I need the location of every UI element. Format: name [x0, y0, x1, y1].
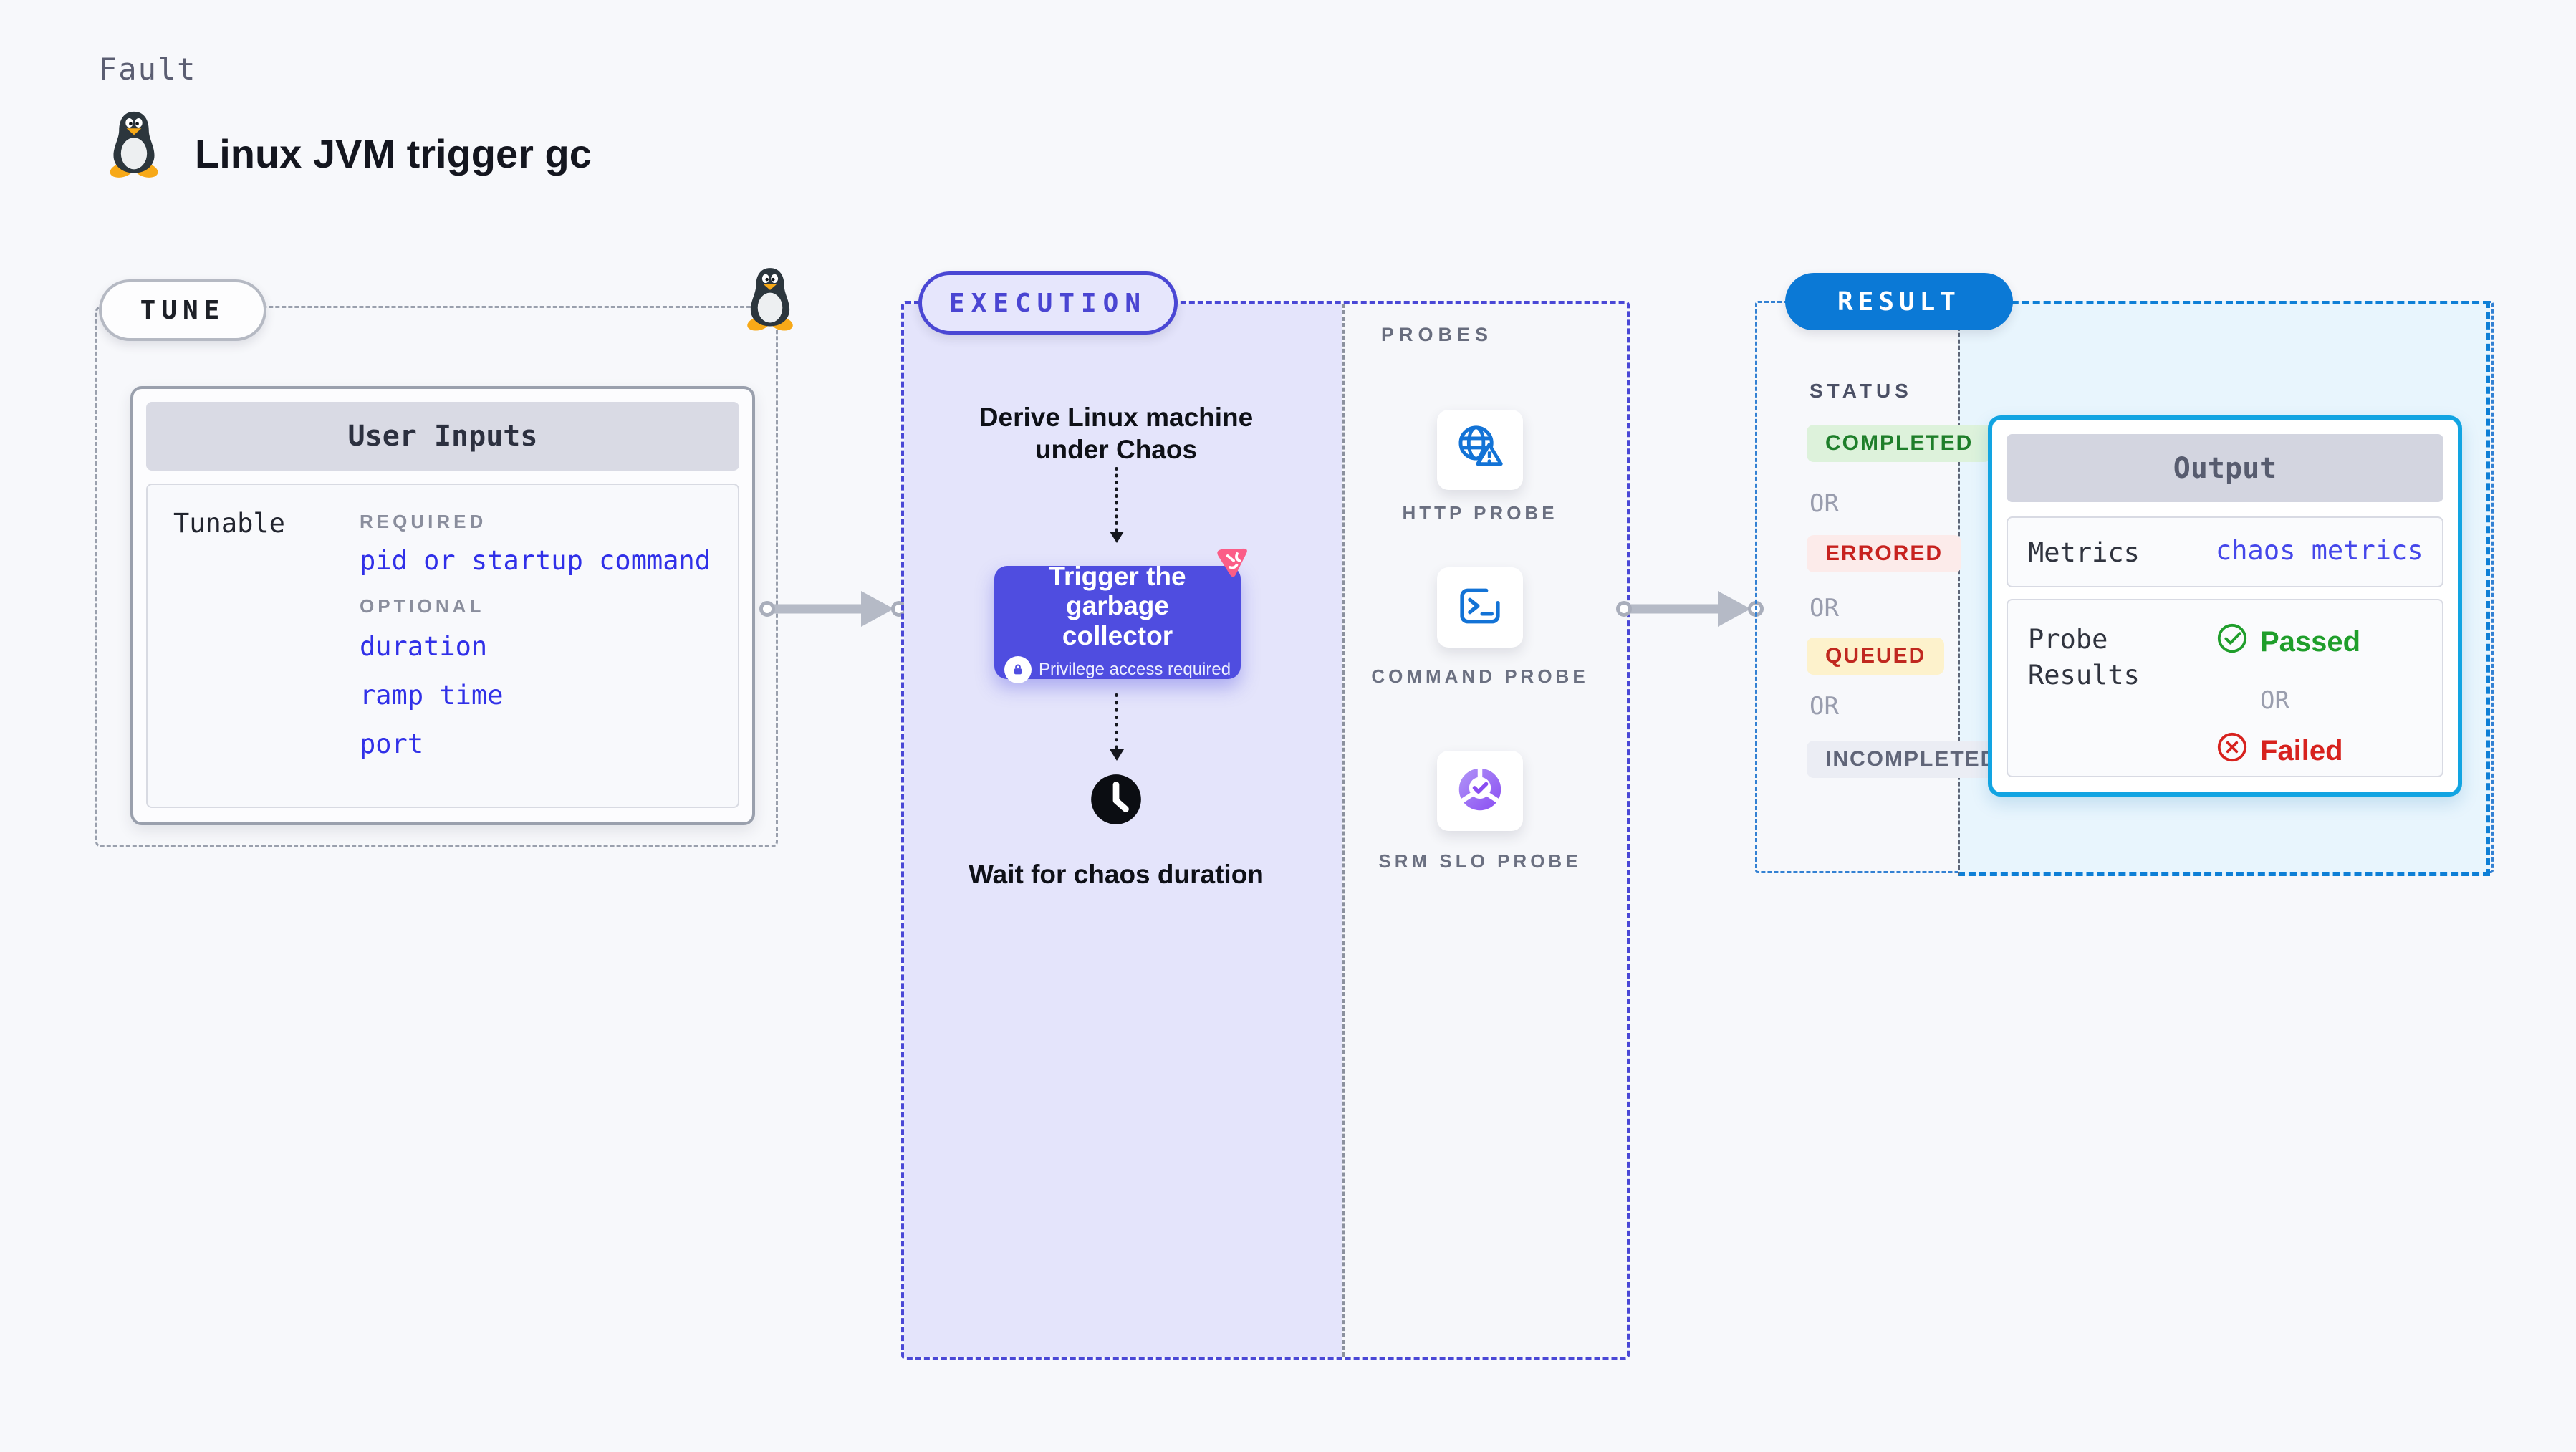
- metrics-label: Metrics: [2028, 537, 2140, 568]
- tux-penguin-icon: [744, 265, 797, 331]
- probe-results-row: Probe Results Passed OR: [2007, 599, 2443, 777]
- privilege-note: Privilege access required: [1004, 656, 1231, 684]
- tux-penguin-icon: [106, 109, 162, 178]
- clock-icon: [1089, 772, 1143, 827]
- flow-arrow-down: [1110, 693, 1124, 761]
- flow-arrow-down: [1110, 467, 1124, 543]
- command-probe-label: COMMAND PROBE: [1371, 665, 1589, 687]
- field-ramp-time[interactable]: ramp time: [360, 680, 504, 711]
- execution-section-badge: EXECUTION: [918, 271, 1178, 335]
- or-separator: OR: [1810, 692, 1839, 721]
- failed-label: Failed: [2260, 734, 2343, 766]
- chaos-experiment-icon: [1211, 541, 1252, 582]
- metrics-value[interactable]: chaos metrics: [2216, 535, 2423, 566]
- probe-results-label: Probe Results: [2028, 624, 2140, 691]
- field-duration[interactable]: duration: [360, 631, 488, 662]
- tune-to-execution-arrow: [759, 586, 907, 632]
- terminal-icon: [1452, 578, 1508, 638]
- slo-gauge-icon: [1452, 761, 1508, 821]
- lock-icon: [1004, 656, 1032, 684]
- or-separator: OR: [1810, 489, 1839, 518]
- tune-section-box: [95, 306, 778, 847]
- status-label: STATUS: [1810, 380, 1913, 402]
- tunable-row-label: Tunable: [173, 508, 285, 539]
- required-caption: REQUIRED: [360, 511, 487, 532]
- status-badge-errored: ERRORED: [1807, 535, 1962, 572]
- execution-to-result-arrow: [1616, 586, 1764, 632]
- user-inputs-header: User Inputs: [146, 402, 739, 471]
- output-card-header: Output: [2007, 434, 2443, 502]
- status-badge-completed: COMPLETED: [1807, 425, 1992, 462]
- derive-step-text: Derive Linux machine under Chaos: [979, 403, 1254, 465]
- field-port[interactable]: port: [360, 729, 424, 759]
- execution-flow-background: [904, 304, 1342, 1357]
- field-pid-or-startup-command[interactable]: pid or startup command: [360, 545, 711, 576]
- passed-label: Passed: [2260, 625, 2361, 658]
- wait-step-text: Wait for chaos duration: [969, 860, 1264, 889]
- command-probe-card[interactable]: [1437, 567, 1523, 648]
- status-badge-incompleted: INCOMPLETED: [1807, 741, 2017, 778]
- optional-caption: OPTIONAL: [360, 595, 485, 617]
- privilege-note-text: Privilege access required: [1038, 660, 1231, 680]
- failed-verdict: Failed: [2216, 731, 2343, 771]
- metrics-row: Metrics chaos metrics: [2007, 516, 2443, 587]
- tune-section-badge: TUNE: [99, 279, 266, 341]
- result-section-badge: RESULT: [1785, 273, 2013, 330]
- http-probe-card[interactable]: [1437, 410, 1523, 490]
- globe-alert-icon: [1452, 420, 1508, 480]
- srm-slo-probe-card[interactable]: [1437, 751, 1523, 831]
- probes-label: PROBES: [1381, 324, 1494, 345]
- trigger-gc-action-button[interactable]: Trigger the garbage collector Privilege …: [994, 562, 1241, 684]
- http-probe-label: HTTP PROBE: [1402, 502, 1558, 524]
- or-separator: OR: [2260, 686, 2289, 715]
- srm-slo-probe-label: SRM SLO PROBE: [1378, 850, 1582, 872]
- user-inputs-body: Tunable REQUIRED pid or startup command …: [146, 484, 739, 808]
- output-card: Output Metrics chaos metrics Probe Resul…: [1988, 415, 2462, 797]
- fault-eyebrow-label: Fault: [99, 52, 197, 87]
- trigger-gc-action-title: Trigger the garbage collector: [1049, 561, 1186, 650]
- x-circle-icon: [2216, 731, 2249, 771]
- status-badge-queued: QUEUED: [1807, 638, 1945, 675]
- passed-verdict: Passed: [2216, 622, 2360, 662]
- user-inputs-card: User Inputs Tunable REQUIRED pid or star…: [130, 386, 755, 825]
- or-separator: OR: [1810, 594, 1839, 622]
- page-title: Linux JVM trigger gc: [195, 131, 592, 176]
- check-circle-icon: [2216, 622, 2249, 662]
